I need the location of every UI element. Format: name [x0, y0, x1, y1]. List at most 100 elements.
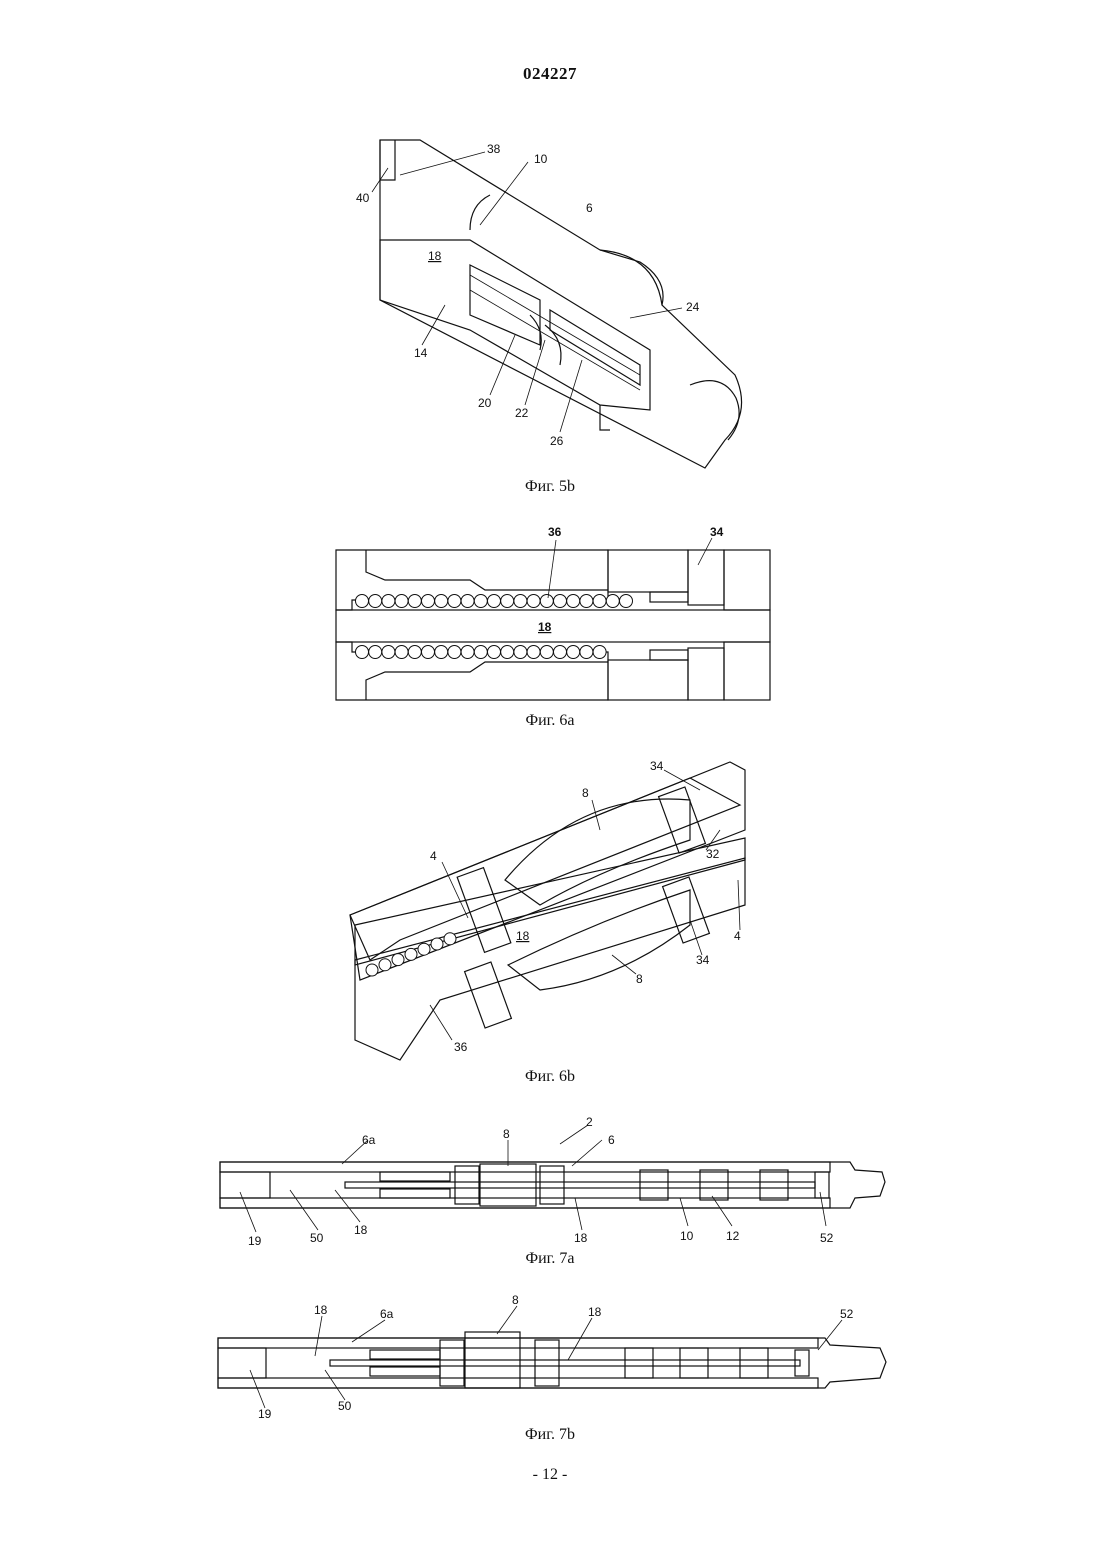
- fig5b-label-6: 6: [586, 201, 593, 215]
- ball-bearing: [382, 595, 395, 608]
- fig5b-label-38: 38: [487, 142, 501, 156]
- ball-bearing: [461, 595, 474, 608]
- ball-bearing: [501, 646, 514, 659]
- fig5b-label-24: 24: [686, 300, 700, 314]
- fig5b-label-18: 18: [428, 249, 442, 263]
- ball-bearing: [474, 646, 487, 659]
- ball-bearing: [395, 646, 408, 659]
- fig7a-label-18-mid: 18: [574, 1231, 588, 1245]
- fig6a-balls-top: [356, 595, 633, 608]
- ball-bearing: [580, 646, 593, 659]
- fig6b-balls: [366, 933, 456, 976]
- ball-bearing: [392, 954, 404, 966]
- figure-7b-drawing: 18 6a 8 18 52 19 50: [0, 1290, 1100, 1430]
- fig5b-label-20: 20: [478, 396, 492, 410]
- fig7b-label-18-mid: 18: [588, 1305, 602, 1319]
- ball-bearing: [395, 595, 408, 608]
- ball-bearing: [593, 595, 606, 608]
- fig7b-body: [218, 1332, 886, 1388]
- fig6a-label-18: 18: [538, 620, 552, 634]
- fig6b-body: [350, 762, 745, 1060]
- ball-bearing: [382, 646, 395, 659]
- ball-bearing: [405, 948, 417, 960]
- fig7a-label-8: 8: [503, 1127, 510, 1141]
- figure-6b-drawing: 34 8 32 4 18 4 34 8 36: [0, 755, 1100, 1065]
- ball-bearing: [540, 646, 553, 659]
- fig5b-label-26: 26: [550, 434, 564, 448]
- fig6b-label-36: 36: [454, 1040, 468, 1054]
- fig7a-label-6: 6: [608, 1133, 615, 1147]
- fig6b-label-18: 18: [516, 929, 530, 943]
- ball-bearing: [461, 646, 474, 659]
- fig7a-label-52: 52: [820, 1231, 834, 1245]
- fig7a-label-50: 50: [310, 1231, 324, 1245]
- ball-bearing: [418, 943, 430, 955]
- ball-bearing: [356, 595, 369, 608]
- ball-bearing: [527, 646, 540, 659]
- fig7a-label-2: 2: [586, 1115, 593, 1129]
- ball-bearing: [408, 595, 421, 608]
- figure-7a-caption: Фиг. 7a: [0, 1250, 1100, 1268]
- fig7a-label-18-left: 18: [354, 1223, 368, 1237]
- figure-7b-caption: Фиг. 7b: [0, 1426, 1100, 1444]
- fig7a-leaders: [240, 1125, 826, 1232]
- ball-bearing: [554, 646, 567, 659]
- ball-bearing: [593, 646, 606, 659]
- ball-bearing: [444, 933, 456, 945]
- ball-bearing: [488, 646, 501, 659]
- fig7b-label-19: 19: [258, 1407, 272, 1421]
- ball-bearing: [422, 646, 435, 659]
- fig5b-leaders: [372, 152, 682, 432]
- fig5b-label-40: 40: [356, 191, 370, 205]
- fig7b-label-52: 52: [840, 1307, 854, 1321]
- ball-bearing: [620, 595, 633, 608]
- ball-bearing: [514, 646, 527, 659]
- fig6b-label-34-top: 34: [650, 759, 664, 773]
- fig7b-leaders: [250, 1306, 842, 1408]
- ball-bearing: [435, 646, 448, 659]
- fig6b-label-34-bottom: 34: [696, 953, 710, 967]
- figure-6a-drawing: 36 34 18: [0, 520, 1100, 710]
- ball-bearing: [567, 646, 580, 659]
- fig7b-label-18-left: 18: [314, 1303, 328, 1317]
- ball-bearing: [540, 595, 553, 608]
- fig6a-label-36: 36: [548, 525, 562, 539]
- ball-bearing: [379, 959, 391, 971]
- figure-5b-drawing: 38 10 40 6 18 24 14 20 22 26: [0, 130, 1100, 470]
- patent-number: 024227: [0, 64, 1100, 84]
- ball-bearing: [448, 595, 461, 608]
- fig5b-label-10: 10: [534, 152, 548, 166]
- fig7b-label-50: 50: [338, 1399, 352, 1413]
- fig6b-label-4-left: 4: [430, 849, 437, 863]
- fig6b-label-8-top: 8: [582, 786, 589, 800]
- fig6b-label-32: 32: [706, 847, 720, 861]
- ball-bearing: [366, 964, 378, 976]
- ball-bearing: [488, 595, 501, 608]
- ball-bearing: [431, 938, 443, 950]
- fig5b-label-14: 14: [414, 346, 428, 360]
- fig7a-label-12: 12: [726, 1229, 740, 1243]
- fig7a-label-19: 19: [248, 1234, 262, 1248]
- ball-bearing: [448, 646, 461, 659]
- ball-bearing: [422, 595, 435, 608]
- ball-bearing: [567, 595, 580, 608]
- fig6b-label-4-right: 4: [734, 929, 741, 943]
- ball-bearing: [580, 595, 593, 608]
- figure-5b-caption: Фиг. 5b: [0, 478, 1100, 496]
- ball-bearing: [474, 595, 487, 608]
- fig7b-label-6a: 6a: [380, 1307, 394, 1321]
- fig6a-balls-bottom: [356, 646, 607, 659]
- page-number: - 12 -: [0, 1466, 1100, 1484]
- ball-bearing: [356, 646, 369, 659]
- figure-6b-caption: Фиг. 6b: [0, 1068, 1100, 1086]
- fig7b-label-8: 8: [512, 1293, 519, 1307]
- fig7a-label-6a: 6a: [362, 1133, 376, 1147]
- fig5b-label-22: 22: [515, 406, 529, 420]
- ball-bearing: [606, 595, 619, 608]
- fig6b-label-8-bottom: 8: [636, 972, 643, 986]
- ball-bearing: [514, 595, 527, 608]
- figure-6a-caption: Фиг. 6a: [0, 712, 1100, 730]
- ball-bearing: [369, 595, 382, 608]
- figure-7a-drawing: 2 8 6a 6 19 50 18 18 10 12 52: [0, 1110, 1100, 1250]
- fig7a-body: [220, 1162, 885, 1208]
